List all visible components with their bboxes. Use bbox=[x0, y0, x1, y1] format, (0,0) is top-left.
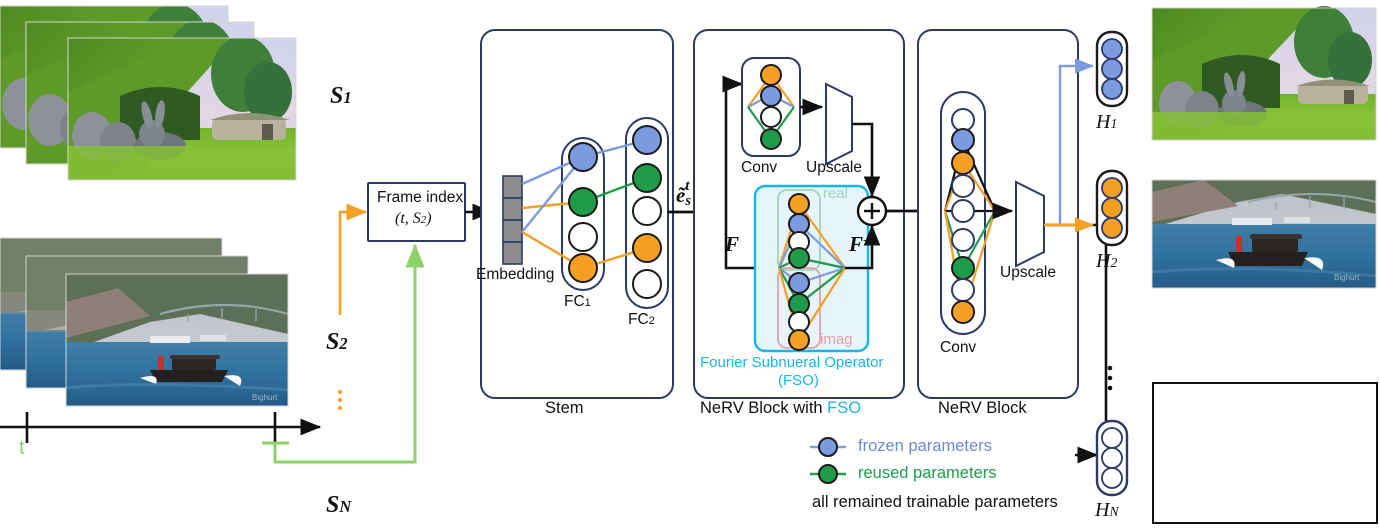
fso-conv-label: Conv bbox=[741, 159, 778, 176]
timeline-t-label: t bbox=[19, 437, 25, 459]
stem-block-label: Stem bbox=[545, 399, 584, 417]
sum-node bbox=[856, 195, 888, 227]
label-sn: SN bbox=[326, 492, 352, 518]
output-boat-svg: Bighurt bbox=[1151, 179, 1377, 289]
nerv-upscale-label: Upscale bbox=[1000, 264, 1056, 281]
orange-input-path bbox=[338, 203, 368, 315]
fourier-inverse-label: F-1 bbox=[849, 232, 873, 256]
hn-nodes bbox=[1101, 427, 1123, 489]
fc2-label: FC2 bbox=[628, 311, 655, 328]
label-s1: S1 bbox=[330, 83, 352, 109]
output-image-2: Bighurt bbox=[1151, 179, 1377, 289]
fso-conv-nodes bbox=[760, 64, 782, 150]
green-control-path bbox=[273, 243, 425, 464]
legend-trainable-text: all remained trainable parameters bbox=[812, 493, 1058, 511]
fso-imag-nodes bbox=[788, 272, 810, 351]
output-watermark-text: Bighurt bbox=[1334, 273, 1360, 282]
output-image-3-placeholder bbox=[1152, 382, 1378, 524]
label-s2: S2 bbox=[326, 329, 348, 355]
output-bunny-svg bbox=[1151, 6, 1377, 141]
timeline-axis bbox=[0, 412, 322, 443]
embedding-cells bbox=[502, 175, 523, 265]
fso-real-group-box bbox=[777, 189, 821, 271]
frame-index-title: Frame index bbox=[377, 189, 464, 206]
fso-upscale-label: Upscale bbox=[806, 159, 862, 176]
legend-reused-text: reused parameters bbox=[858, 464, 997, 482]
fso-output-to-sum bbox=[845, 224, 881, 270]
fso-real-label: real bbox=[823, 185, 849, 202]
frame-index-args: (t, S2) bbox=[395, 210, 432, 227]
nerv-conv-nodes bbox=[951, 108, 975, 324]
embedding-label: Embedding bbox=[476, 266, 555, 283]
fso-upscale-shape bbox=[825, 82, 853, 166]
h1-label: H1 bbox=[1096, 111, 1118, 133]
watermark-text: Bighurt bbox=[252, 393, 278, 402]
h1-branch bbox=[1058, 58, 1095, 225]
boat-frames-svg: Bighurt bbox=[0, 237, 289, 407]
legend-frozen-swatch bbox=[810, 437, 846, 457]
fso-name-line1: Fourier Subnueral Operator bbox=[700, 354, 884, 371]
h1-nodes bbox=[1101, 38, 1123, 100]
bunny-frames-svg bbox=[0, 5, 297, 181]
h2-nodes bbox=[1101, 177, 1123, 239]
output-image-1 bbox=[1151, 6, 1377, 141]
fc1-nodes bbox=[568, 142, 598, 283]
input-ellipsis-dots bbox=[337, 389, 343, 411]
output-ellipsis-dots bbox=[1107, 365, 1113, 391]
fso-imag-label: imag bbox=[820, 331, 853, 348]
fso-name-line2: (FSO) bbox=[778, 372, 819, 389]
nerv-upscale-shape bbox=[1015, 180, 1045, 268]
fso-real-nodes bbox=[788, 193, 810, 269]
fso-upscale-out bbox=[852, 122, 881, 198]
input-stack-s1 bbox=[0, 0, 320, 200]
legend-reused-swatch bbox=[810, 464, 846, 484]
nerv-conv-label: Conv bbox=[940, 339, 977, 356]
fc2-nodes bbox=[632, 125, 662, 299]
nerv-fso-block-label: NeRV Block with FSO bbox=[700, 399, 862, 417]
hn-label: HN bbox=[1095, 499, 1119, 521]
fourier-forward-label: F bbox=[725, 232, 740, 256]
legend-frozen-text: frozen parameters bbox=[858, 437, 992, 455]
nerv-block-label: NeRV Block bbox=[938, 399, 1027, 417]
fc1-label: FC1 bbox=[564, 293, 591, 310]
input-stack-s2: Bighurt bbox=[0, 230, 320, 415]
h2-label: H2 bbox=[1096, 250, 1118, 272]
